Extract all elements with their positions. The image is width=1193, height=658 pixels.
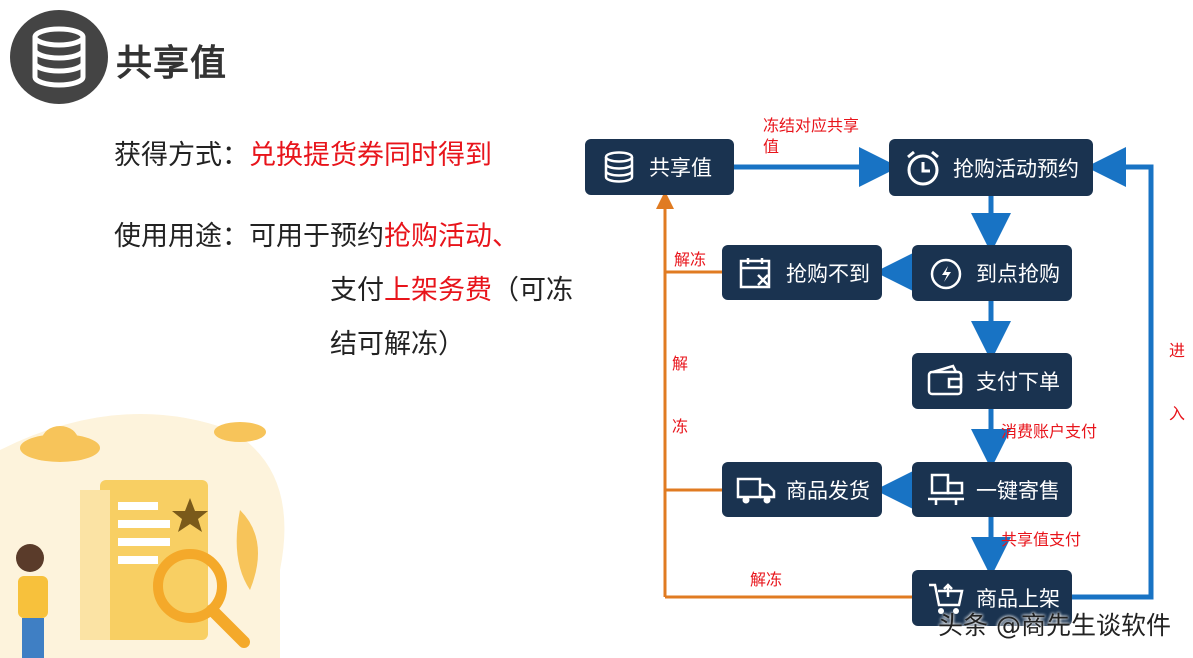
node-label: 商品发货 bbox=[786, 475, 870, 505]
truck-icon bbox=[736, 470, 776, 510]
edge-label-unfreeze-char2: 冻 bbox=[672, 413, 688, 437]
calendar-x-icon bbox=[736, 253, 776, 293]
node-label: 抢购活动预约 bbox=[953, 153, 1079, 183]
edge-label-shared-pay: 共享值支付 bbox=[1001, 526, 1081, 550]
edge-label-enter-char2: 入 bbox=[1169, 400, 1185, 424]
arrow-listing-to-reservation bbox=[1072, 167, 1151, 597]
node-label: 共享值 bbox=[649, 152, 712, 182]
edge-label-freeze: 冻结对应共享值 bbox=[763, 115, 863, 157]
edge-label-enter-char1: 进 bbox=[1169, 337, 1185, 361]
edge-label-unfreeze: 解冻 bbox=[674, 246, 706, 270]
alarm-clock-icon bbox=[903, 148, 943, 188]
edge-label-unfreeze-char1: 解 bbox=[672, 350, 688, 374]
node-on-time-grab: 到点抢购 bbox=[912, 245, 1072, 301]
edge-label-consume-pay: 消费账户支付 bbox=[1001, 418, 1097, 442]
watermark: 头条 @商先生谈软件 bbox=[938, 606, 1171, 642]
node-label: 抢购不到 bbox=[786, 258, 870, 288]
wallet-icon bbox=[926, 361, 966, 401]
database-icon bbox=[599, 147, 639, 187]
timer-bolt-icon bbox=[926, 253, 966, 293]
node-label: 到点抢购 bbox=[976, 258, 1060, 288]
node-label: 一键寄售 bbox=[976, 475, 1060, 505]
package-cart-icon bbox=[926, 470, 966, 510]
node-ship-goods: 商品发货 bbox=[722, 462, 882, 517]
node-pay-order: 支付下单 bbox=[912, 353, 1072, 409]
node-label: 支付下单 bbox=[976, 366, 1060, 396]
node-shared-value: 共享值 bbox=[585, 139, 734, 195]
node-reservation: 抢购活动预约 bbox=[889, 139, 1093, 196]
node-one-click-consign: 一键寄售 bbox=[912, 462, 1072, 517]
node-not-grabbed: 抢购不到 bbox=[722, 245, 882, 300]
edge-label-unfreeze-bottom: 解冻 bbox=[750, 566, 782, 590]
